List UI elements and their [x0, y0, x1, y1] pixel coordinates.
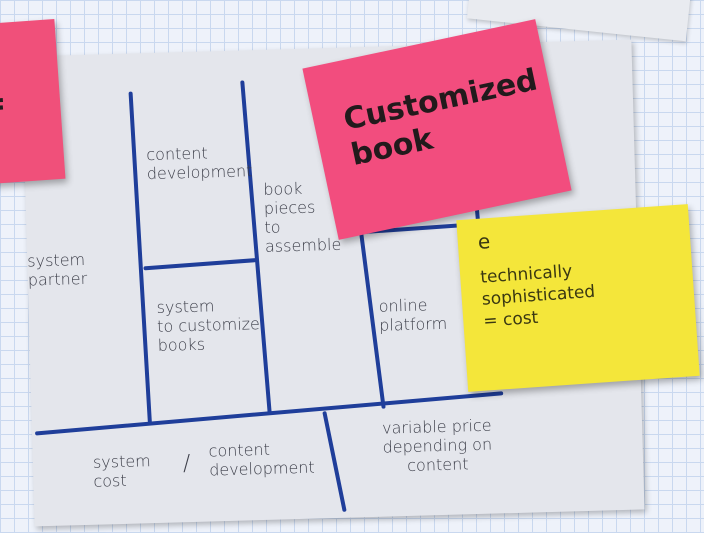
sticky-note-yellow-text: technically sophisticated = cost	[479, 261, 596, 332]
line-horizontal-activities	[143, 258, 258, 271]
sticky-note-left: f	[0, 19, 66, 185]
line-horizontal-cost	[35, 391, 504, 436]
key-resources-text: system to customize books	[156, 296, 261, 355]
sticky-note-pink-text: Customized book	[340, 62, 541, 173]
line-vertical-cost-revenue	[322, 411, 347, 512]
sticky-note-yellow-mark: e	[477, 229, 491, 254]
key-partners-text: system partner	[27, 249, 88, 290]
line-vertical-2	[240, 80, 272, 414]
sticky-note-technically-sophisticated: e technically sophisticated = cost	[456, 204, 700, 392]
revenue-streams-text: variable price depending on content	[381, 415, 493, 475]
sticky-note-left-text: f	[0, 92, 5, 134]
line-vertical-1	[128, 91, 152, 424]
key-activities-text: content development	[146, 143, 253, 184]
cost-structure-system-text: system cost	[92, 451, 151, 491]
cost-structure-content-text: content development	[208, 439, 315, 480]
channels-text: online platform	[378, 295, 448, 335]
cost-structure-slash: /	[182, 451, 191, 477]
